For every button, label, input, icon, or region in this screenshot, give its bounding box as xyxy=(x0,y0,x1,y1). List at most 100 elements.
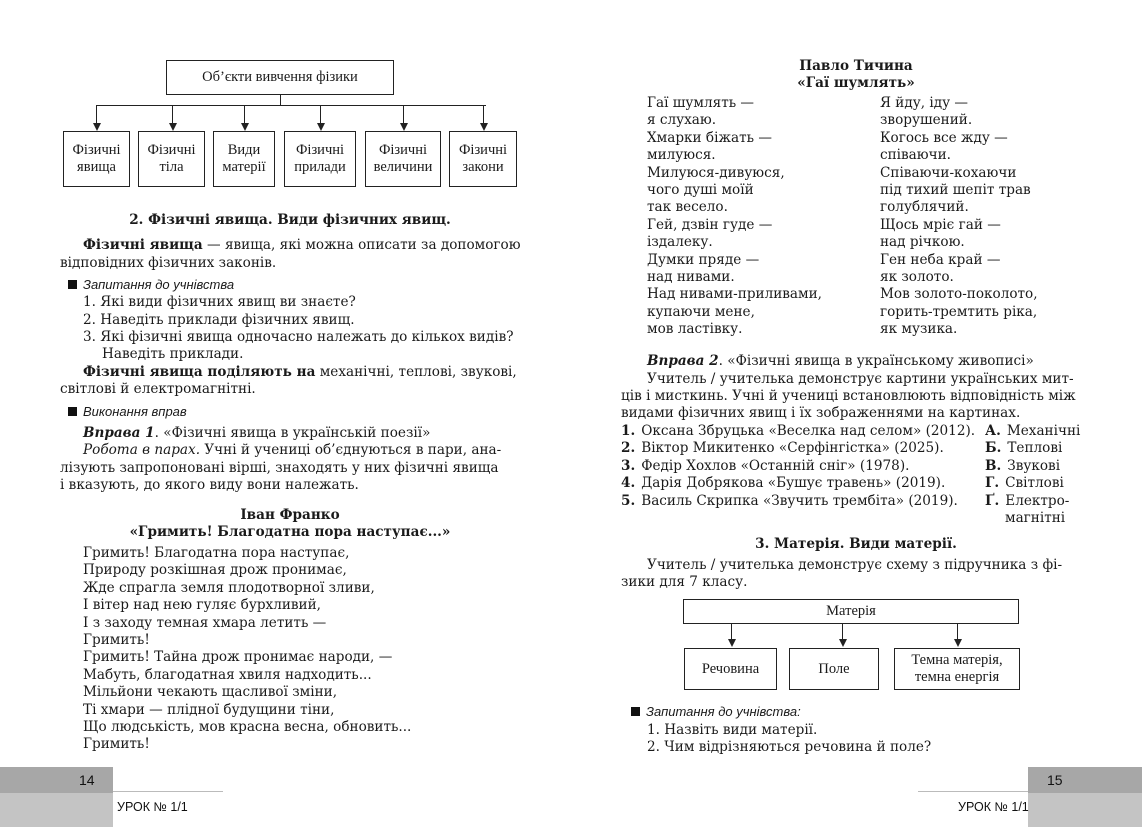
poem-line: іздалеку. xyxy=(647,234,713,251)
poem-line: чого душі моїй xyxy=(647,182,754,198)
pairs-line-1: Робота в парах. Учні й учениці об’єднуют… xyxy=(83,442,501,459)
poem-line: Гей, дзвін гуде — xyxy=(647,216,773,233)
poem-line: Хмарки біжать — xyxy=(647,129,772,146)
footer-rule xyxy=(918,791,1028,792)
diagram-branch-line xyxy=(96,105,98,124)
poem-1-author: Іван Франко xyxy=(240,507,340,523)
poem-line: Гаї шумлять — xyxy=(647,95,755,111)
definition-term: Фізичні явища xyxy=(83,237,203,253)
pairs-text: Учні й учениці об’єднуються в пари, ана- xyxy=(200,442,502,458)
poem-2-author: Павло Тичина xyxy=(799,58,913,74)
exercise-2-line-3: видами фізичних явищ і їх зображеннями н… xyxy=(621,405,1021,421)
exercise-1-title: Вправа 1. «Фізичні явища в українській п… xyxy=(83,425,430,442)
poem-line: Когось все жду — xyxy=(880,129,1008,146)
painting-text: Дарія Добрякова «Бушує травень» (2019). xyxy=(641,475,946,492)
poem-line: голублячий. xyxy=(880,199,969,216)
square-bullet-icon xyxy=(631,707,640,716)
painting-number: 4. xyxy=(621,475,636,492)
painting-number: 2. xyxy=(621,440,636,457)
diagram-branch-line xyxy=(483,105,485,124)
poem-line: Гримить! xyxy=(83,632,150,648)
questions-label-text: Запитання до учнівства xyxy=(83,277,235,292)
definition-line-1: Фізичні явища — явища, які можна описати… xyxy=(83,237,521,254)
diagram-hline xyxy=(96,105,486,107)
painting-item: 5. Василь Скрипка «Звучить трембіта» (201… xyxy=(621,493,958,510)
arrow-down-icon xyxy=(240,123,249,131)
poem-line: Над нивами-приливами, xyxy=(647,286,822,303)
category-letter: Г. xyxy=(985,475,1000,492)
schema-line-1: Учитель / учителька демонструє схему з п… xyxy=(647,557,1063,573)
divided-line-1: Фізичні явища поділяють на механічні, те… xyxy=(83,364,517,381)
poem-line: купаючи мене, xyxy=(647,303,755,320)
painting-text: Оксана Збруцька «Веселка над селом» (201… xyxy=(641,423,976,439)
box-line: Темна матерія, xyxy=(911,652,1003,668)
category-text: Звукові xyxy=(1007,457,1061,474)
poem-line: Жде спрагла земля плодотворної зливи, xyxy=(83,579,375,596)
category-letter: В. xyxy=(985,457,1002,474)
arrow-down-icon xyxy=(838,639,847,647)
diagram-branch-line xyxy=(172,105,174,124)
footer-bar-top xyxy=(0,767,113,793)
matter-connector xyxy=(957,624,959,640)
schema-line-2: зики для 7 класу. xyxy=(621,574,748,590)
right-page: Павло Тичина «Гаї шумлять» Гаї шумлять —… xyxy=(571,0,1142,827)
box-line: матерії xyxy=(222,159,266,175)
definition-line-2: відповідних фізичних законів. xyxy=(60,255,277,271)
arrow-down-icon xyxy=(92,123,101,131)
painting-text: Василь Скрипка «Звучить трембіта» (2019)… xyxy=(641,492,958,509)
question-3: 3. Які фізичні явища одночасно належать … xyxy=(83,329,514,345)
poem-line: мов ластівку. xyxy=(647,321,743,338)
diagram-top-box: Об’єкти вивчення фізики xyxy=(166,60,394,95)
box-line: Поле xyxy=(818,660,850,677)
box-line: явища xyxy=(77,159,116,175)
poem-line: горить-тремтить ріка, xyxy=(880,303,1038,320)
lesson-label: УРОК № 1/1 xyxy=(117,800,188,814)
box-line: Фізичні xyxy=(72,142,121,158)
pairs-italic: Робота в парах. xyxy=(83,442,201,458)
exercise-2-line-2: ців і мисткинь. Учні й учениці встановлю… xyxy=(621,388,1076,404)
painting-item: 4. Дарія Добрякова «Бушує травень» (2019)… xyxy=(621,475,945,492)
poem-line: Мабуть, благодатная хвиля надходить... xyxy=(83,666,372,683)
poem-line: як музика. xyxy=(880,321,958,338)
matter-connector xyxy=(842,624,844,640)
poem-line: зворушений. xyxy=(880,112,973,129)
box-line: темна енергія xyxy=(914,669,1000,685)
matter-top-label: Матерія xyxy=(826,603,876,619)
arrow-down-icon xyxy=(168,123,177,131)
question-2: 2. Наведіть приклади фізичних явищ. xyxy=(83,312,355,328)
exercise-2-label: Вправа 2 xyxy=(647,353,719,369)
page-number: 15 xyxy=(1047,772,1063,788)
poem-line: над річкою. xyxy=(880,234,965,251)
matter-box-substance: Речовина xyxy=(684,648,777,690)
box-line: Фізичні xyxy=(378,142,428,158)
category-text: Механічні xyxy=(1006,423,1081,439)
poem-line: Співаючи-кохаючи xyxy=(880,164,1017,181)
question-3-cont: Наведіть приклади. xyxy=(102,346,244,362)
section-heading-3: 3. Матерія. Види матерії. xyxy=(755,536,957,552)
poem-line: Мільйони чекають щасливої зміни, xyxy=(83,684,338,701)
diagram-top-label: Об’єкти вивчення фізики xyxy=(202,69,358,85)
category-item: В. Звукові xyxy=(985,458,1060,475)
poem-line: Гримить! Благодатна пора наступає, xyxy=(83,545,350,561)
definition-text: — явища, які можна описати за допомогою xyxy=(202,237,521,253)
category-cont: магнітні xyxy=(1005,510,1066,526)
arrow-down-icon xyxy=(479,123,488,131)
footer-bar-bottom xyxy=(1028,793,1142,827)
matter-box-field: Поле xyxy=(789,648,879,690)
exercise-2-line-1: Учитель / учителька демонструє картини у… xyxy=(647,371,1074,387)
poem-line: Милуюся-дивуюся, xyxy=(647,164,785,181)
exercise-2-text: . «Фізичні явища в українському живописі… xyxy=(718,353,1034,369)
painting-number: 5. xyxy=(621,492,636,509)
category-item: Ґ.Електро- xyxy=(985,493,1069,510)
diagram-branch-line xyxy=(320,105,322,124)
page-number: 14 xyxy=(79,772,95,788)
questions-label-text: Запитання до учнівства: xyxy=(646,704,801,719)
category-text: Теплові xyxy=(1007,440,1063,457)
poem-line: Природу розкішная дрож пронимає, xyxy=(83,562,347,579)
arrow-down-icon xyxy=(727,639,736,647)
box-line: Види xyxy=(227,142,261,158)
category-item: Г.Світлові xyxy=(985,475,1064,492)
